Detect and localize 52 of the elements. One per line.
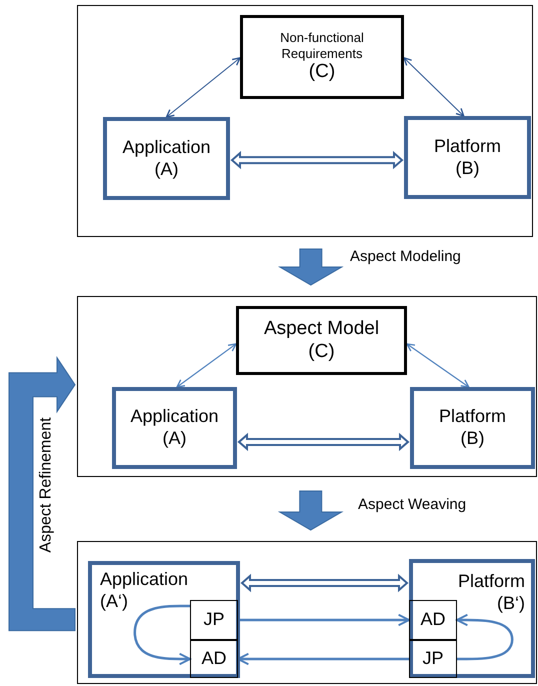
double-arrow xyxy=(237,432,410,452)
panel xyxy=(77,541,537,684)
arrow xyxy=(176,343,237,388)
box-label: (B) xyxy=(456,158,480,180)
box-label: (A‘) xyxy=(100,590,128,612)
module-box xyxy=(409,600,457,640)
box-label: (C) xyxy=(308,61,336,84)
component-box xyxy=(88,561,240,678)
arrow xyxy=(166,57,241,118)
block-arrow xyxy=(278,490,344,531)
module-box xyxy=(409,640,457,678)
block-arrow xyxy=(278,248,344,286)
box-title: Platform xyxy=(438,406,506,428)
box-title: AD xyxy=(420,609,446,631)
box-label: (B‘) xyxy=(497,592,525,614)
box-title: AD xyxy=(201,648,226,670)
double-arrow xyxy=(230,150,404,170)
component-box xyxy=(404,116,531,199)
arrow xyxy=(237,652,409,666)
arrow xyxy=(406,343,470,388)
concern-box xyxy=(236,306,407,375)
box-label: (B) xyxy=(460,428,484,450)
panel xyxy=(77,296,537,477)
box-title: Application xyxy=(122,136,211,158)
box-label: (A) xyxy=(154,158,178,180)
panel xyxy=(77,5,533,237)
box-label: (A) xyxy=(162,428,186,450)
arrow xyxy=(403,57,464,117)
box-title: Platform xyxy=(434,136,502,158)
box-title: Aspect Model xyxy=(264,318,380,340)
box-title: JP xyxy=(203,609,224,631)
module-box xyxy=(190,640,238,678)
box-title: Application xyxy=(130,406,219,428)
arrow xyxy=(238,614,410,626)
box-title: JP xyxy=(422,648,444,670)
box-title: Application xyxy=(100,569,188,591)
edge-label: Aspect Modeling xyxy=(350,248,461,266)
box-title: Non-functional Requirements xyxy=(279,30,365,62)
component-box xyxy=(103,117,230,200)
double-arrow xyxy=(240,574,409,592)
concern-box xyxy=(240,15,404,99)
component-box xyxy=(112,387,237,469)
block-arrow xyxy=(8,356,76,632)
arrow xyxy=(456,614,514,660)
module-box xyxy=(190,600,238,640)
box-title: Platform xyxy=(458,571,525,593)
component-box xyxy=(410,387,535,469)
edge-label: Aspect Weaving xyxy=(358,496,466,514)
arrow xyxy=(134,604,191,666)
box-label: (C) xyxy=(308,340,335,364)
component-box xyxy=(409,559,535,678)
edge-label: Aspect Refinement xyxy=(36,417,56,553)
